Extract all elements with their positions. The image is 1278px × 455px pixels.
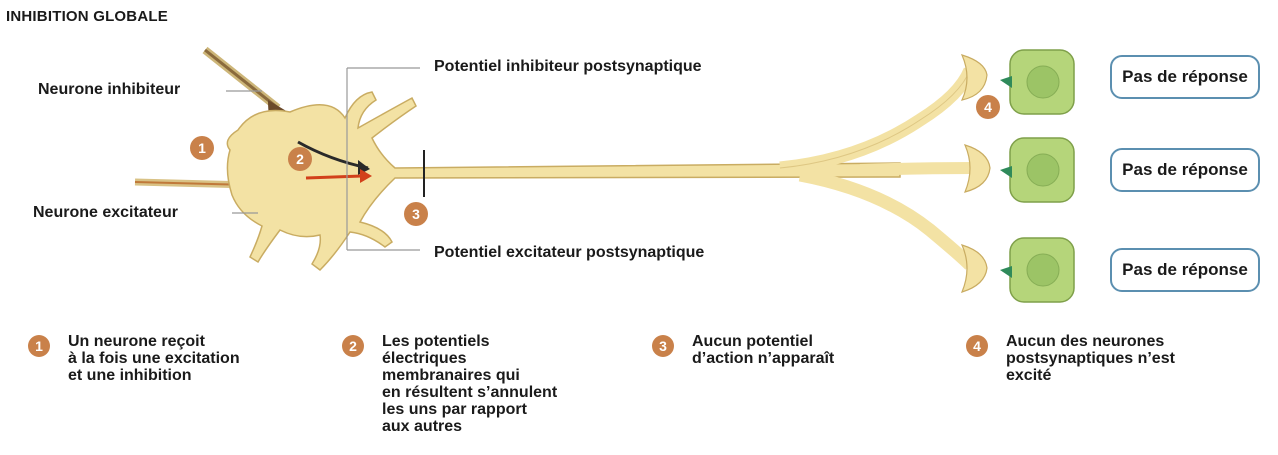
caption-3: 3 Aucun potentiel d’action n’apparaît xyxy=(652,333,834,367)
caption-4: 4 Aucun des neurones postsynaptiques n’e… xyxy=(966,333,1175,384)
response-box-2: Pas de réponse xyxy=(1110,148,1260,192)
excitatory-neuron-label: Neurone excitateur xyxy=(33,204,178,222)
caption-1-text: Un neurone reçoit à la fois une excitati… xyxy=(68,333,240,384)
caption-2-number: 2 xyxy=(342,335,364,357)
marker-1: 1 xyxy=(190,134,232,160)
marker-3: 3 xyxy=(404,200,446,226)
caption-2-text: Les potentiels électriques membranaires … xyxy=(382,333,557,435)
ipsp-label: Potentiel inhibiteur postsynaptique xyxy=(434,58,702,76)
caption-1: 1 Un neurone reçoit à la fois une excita… xyxy=(28,333,240,384)
marker-2: 2 xyxy=(288,145,330,171)
caption-3-text: Aucun potentiel d’action n’apparaît xyxy=(692,333,834,367)
epsp-label: Potentiel excitateur postsynaptique xyxy=(434,244,704,262)
inhibitory-neuron-label: Neurone inhibiteur xyxy=(38,81,180,99)
caption-4-number: 4 xyxy=(966,335,988,357)
caption-3-number: 3 xyxy=(652,335,674,357)
response-box-3: Pas de réponse xyxy=(1110,248,1260,292)
excitatory-signal-arrow xyxy=(306,176,362,178)
postsynaptic-cells xyxy=(1000,50,1074,302)
caption-4-text: Aucun des neurones postsynaptiques n’est… xyxy=(1006,333,1175,384)
axon-branches xyxy=(780,55,990,292)
caption-1-number: 1 xyxy=(28,335,50,357)
response-box-1: Pas de réponse xyxy=(1110,55,1260,99)
caption-2: 2 Les potentiels électriques membranaire… xyxy=(342,333,557,435)
marker-4: 4 xyxy=(976,93,1018,119)
